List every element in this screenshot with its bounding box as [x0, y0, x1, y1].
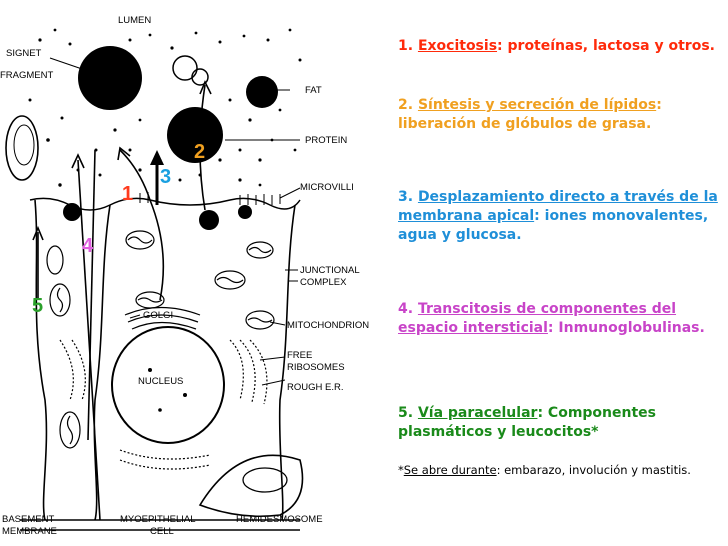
item-number: 3.: [398, 189, 418, 205]
protein-vacuole: [172, 55, 198, 81]
item-separator: :: [497, 38, 508, 54]
footnote-prefix: *: [398, 463, 404, 477]
label-lumen: LUMEN: [118, 15, 151, 26]
golgi: [124, 306, 201, 330]
item-separator: :: [537, 405, 548, 421]
mammary-cell-diagram: LUMEN SIGNET FRAGMENT FAT PROTEIN MICROV…: [0, 15, 369, 537]
nucleus: [111, 326, 225, 444]
label-rough-er: ROUGH E.R.: [287, 382, 343, 393]
footnote-rest: : embarazo, involución y mastitis.: [496, 463, 691, 477]
label-free: FREE: [287, 350, 312, 361]
item-body: Componentes plasmáticos y leucocitos*: [398, 405, 656, 440]
marker-5: 5: [32, 295, 43, 317]
label-mitochondrion: MITOCHONDRION: [287, 320, 369, 331]
label-fat: FAT: [305, 85, 322, 96]
footnote: *Se abre durante: embarazo, involución y…: [398, 462, 723, 478]
item-title: Síntesis y secreción de lípidos: [417, 97, 657, 113]
signet-fragment: [13, 124, 35, 166]
pathway-item-5: 5. Vía paracelular: Componentes plasmáti…: [398, 404, 723, 442]
pathway-item-2: 2. Síntesis y secreción de lípidos: libe…: [398, 96, 723, 134]
label-basement: BASEMENT: [2, 514, 54, 525]
item-title: Transcitosis de componentes del espacio …: [398, 301, 677, 336]
myoepithelial-cell: [198, 454, 304, 518]
fat-droplet: [199, 210, 219, 230]
pathways-text-panel: 1. Exocitosis: proteínas, lactosa y otro…: [398, 0, 723, 546]
item-separator: :: [547, 320, 559, 336]
item-body: proteínas, lactosa y otros.: [507, 38, 715, 54]
label-hemidesmosome: HEMIDESMOSOME: [236, 514, 323, 525]
arrow-3-head: [150, 150, 164, 165]
label-signet: SIGNET: [6, 48, 42, 59]
pathway-item-1: 1. Exocitosis: proteínas, lactosa y otro…: [398, 37, 723, 56]
lumen-particles: [28, 28, 302, 187]
label-nucleus: NUCLEUS: [138, 376, 183, 387]
fat-droplet: [167, 107, 223, 163]
myoepithelial-nucleus: [242, 467, 288, 493]
label-golgi: GOLGI: [143, 310, 173, 321]
item-body: Inmunoglobulinas.: [558, 320, 705, 336]
item-number: 2.: [398, 97, 418, 113]
microvilli: [139, 192, 281, 205]
fat-droplet: [78, 46, 142, 110]
label-microvilli: MICROVILLI: [300, 182, 354, 193]
marker-4: 4: [82, 235, 94, 257]
protein-vacuole: [191, 68, 209, 86]
item-separator: :: [656, 97, 662, 113]
label-protein: PROTEIN: [305, 135, 347, 146]
footnote-underlined: Se abre durante: [403, 463, 497, 477]
mitochondria: [46, 230, 275, 449]
item-number: 1.: [398, 38, 418, 54]
pathway-item-3: 3. Desplazamiento directo a través de la…: [398, 188, 723, 245]
label-fragment: FRAGMENT: [0, 70, 54, 81]
fat-droplet: [246, 76, 278, 108]
item-number: 5.: [398, 405, 418, 421]
pathway-item-4: 4. Transcitosis de componentes del espac…: [398, 300, 723, 338]
signet-fragment: [5, 115, 39, 181]
fat-droplet: [238, 205, 252, 219]
label-ribosomes: RIBOSOMES: [287, 362, 345, 373]
label-complex: COMPLEX: [300, 277, 347, 288]
label-membrane: MEMBRANE: [2, 526, 57, 537]
item-number: 4.: [398, 301, 418, 317]
apical-membrane: [29, 197, 301, 211]
rough-er: [59, 339, 268, 470]
cell-boundaries: [20, 199, 300, 531]
label-junctional: JUNCTIONAL: [300, 265, 360, 276]
marker-1: 1: [122, 183, 133, 205]
item-separator: :: [534, 208, 545, 224]
item-body: iones monovalentes, agua y glucosa.: [398, 208, 709, 243]
marker-2: 2: [194, 141, 205, 163]
item-body: liberación de glóbulos de grasa.: [398, 116, 652, 132]
item-title: Desplazamiento directo a través de la me…: [398, 189, 718, 224]
item-title: Exocitosis: [417, 38, 498, 54]
marker-3: 3: [160, 166, 171, 188]
pathway-arrows: [32, 80, 212, 521]
label-cell: CELL: [150, 526, 174, 537]
item-title: Vía paracelular: [417, 405, 538, 421]
label-myoepithelial: MYOEPITHELIAL: [120, 514, 196, 525]
leader-lines: [49, 57, 301, 386]
